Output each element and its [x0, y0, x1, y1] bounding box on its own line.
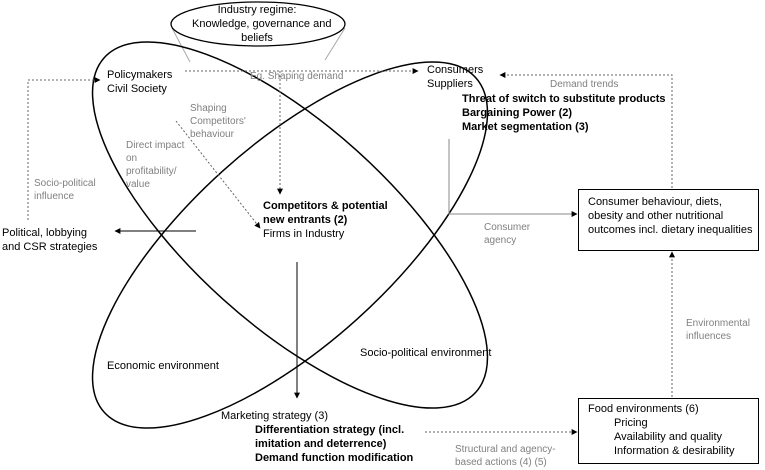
direct-impact-label: Direct impact on profitability/ value [126, 139, 184, 191]
funnel-right-line [324, 27, 346, 61]
socio-political-environment-ellipse [91, 41, 489, 409]
consumer-agency-line [448, 139, 578, 217]
direct-impact-arrow [175, 120, 261, 229]
industry-regime-label: Industry regime: Knowledge, governance a… [192, 3, 332, 45]
industry-regime-line1: Industry regime: [217, 4, 297, 16]
consumer-behaviour-line2: obesity and other nutritional [588, 210, 724, 222]
socio-political-environment-label: Socio-political environment [360, 347, 492, 359]
direct-impact-line2: on [126, 153, 138, 164]
environmental-influences-label: Environmental influences [686, 317, 750, 343]
political-line1: Political, lobbying [2, 227, 87, 239]
information-desirability-item: Information & desirability [614, 445, 735, 457]
food-environments-title: Food environments (6) [588, 403, 699, 415]
political-strategies-label: Political, lobbying and CSR strategies [2, 226, 97, 254]
policymakers-label: Policymakers Civil Society [107, 68, 172, 96]
funnel-left-line [171, 27, 191, 63]
consumer-agency-line2: agency [484, 235, 517, 246]
direct-impact-line4: value [126, 179, 150, 190]
structural-actions-label: Structural and agency- based actions (4)… [455, 443, 556, 469]
structural-actions-line1: Structural and agency- [455, 444, 556, 455]
marketing-strategy-title: Marketing strategy (3) [221, 410, 328, 422]
direct-impact-line3: profitability/ [126, 166, 177, 177]
direct-impact-line1: Direct impact [126, 140, 185, 151]
shaping-competitors-line2: Competitors' [190, 116, 246, 127]
food-environments-box: Food environments (6) Pricing Availabili… [578, 398, 759, 464]
consumers-forces: Threat of switch to substitute products … [462, 92, 666, 134]
substitute-threat-text: Threat of switch to substitute products [462, 93, 666, 105]
shaping-competitors-label: Shaping Competitors' behaviour [190, 102, 246, 141]
market-segmentation-text: Market segmentation (3) [462, 121, 589, 133]
demand-function-modification-text: Demand function modification [255, 452, 414, 464]
political-line2: and CSR strategies [2, 241, 98, 253]
demand-trends-arrow [499, 72, 673, 188]
food-environments-items: Pricing Availability and quality Informa… [588, 416, 758, 458]
economic-environment-label: Economic environment [107, 360, 219, 372]
differentiation-strategy-text: Differentiation strategy (incl. [255, 424, 405, 436]
socio-political-influence-line1: Socio-political [34, 178, 96, 189]
socio-political-influence-arrow [27, 77, 101, 220]
economic-environment-ellipse [91, 61, 489, 429]
marketing-strategy-list: Differentiation strategy (incl. imitatio… [255, 423, 413, 465]
competitors-line1: Competitors & potential [263, 200, 388, 212]
competitors-label: Competitors & potential new entrants (2)… [263, 199, 388, 241]
consumers-line2: Suppliers [427, 78, 473, 90]
structural-actions-line2: based actions (4) (5) [455, 457, 547, 468]
industry-regime-ellipse [170, 1, 346, 47]
shaping-competitors-line3: behaviour [190, 129, 234, 140]
consumers-line1: Consumers [427, 64, 484, 76]
firms-in-industry-text: Firms in Industry [263, 228, 345, 240]
environmental-influences-line1: Environmental [686, 318, 750, 329]
bargaining-power-text: Bargaining Power (2) [462, 107, 573, 119]
imitation-deterrence-text: imitation and deterrence) [255, 438, 387, 450]
environmental-influences-line2: influences [686, 331, 732, 342]
shaping-competitors-line1: Shaping [190, 103, 227, 114]
consumer-agency-label: Consumer agency [484, 221, 530, 247]
socio-political-influence-line2: influence [34, 191, 75, 202]
socio-political-influence-label: Socio-political influence [34, 177, 96, 203]
pricing-item: Pricing [614, 417, 648, 429]
consumer-agency-line1: Consumer [484, 222, 531, 233]
competitors-line2: new entrants (2) [263, 214, 348, 226]
consumer-behaviour-line1: Consumer behaviour, diets, [588, 196, 722, 208]
policymakers-line1: Policymakers [107, 69, 173, 81]
availability-quality-item: Availability and quality [614, 431, 723, 443]
consumer-behaviour-box: Consumer behaviour, diets, obesity and o… [578, 189, 759, 251]
consumer-behaviour-line3: outcomes incl. dietary inequalities [588, 224, 753, 236]
industry-regime-line2: Knowledge, governance and [192, 18, 332, 30]
shaping-demand-label: Eg. Shaping demand [250, 71, 344, 82]
consumers-label: Consumers Suppliers [427, 63, 483, 91]
consumer-behaviour-text: Consumer behaviour, diets, obesity and o… [588, 195, 758, 237]
policymakers-line2: Civil Society [107, 83, 167, 95]
demand-trends-label: Demand trends [550, 79, 619, 90]
industry-regime-line3: beliefs [241, 32, 273, 44]
